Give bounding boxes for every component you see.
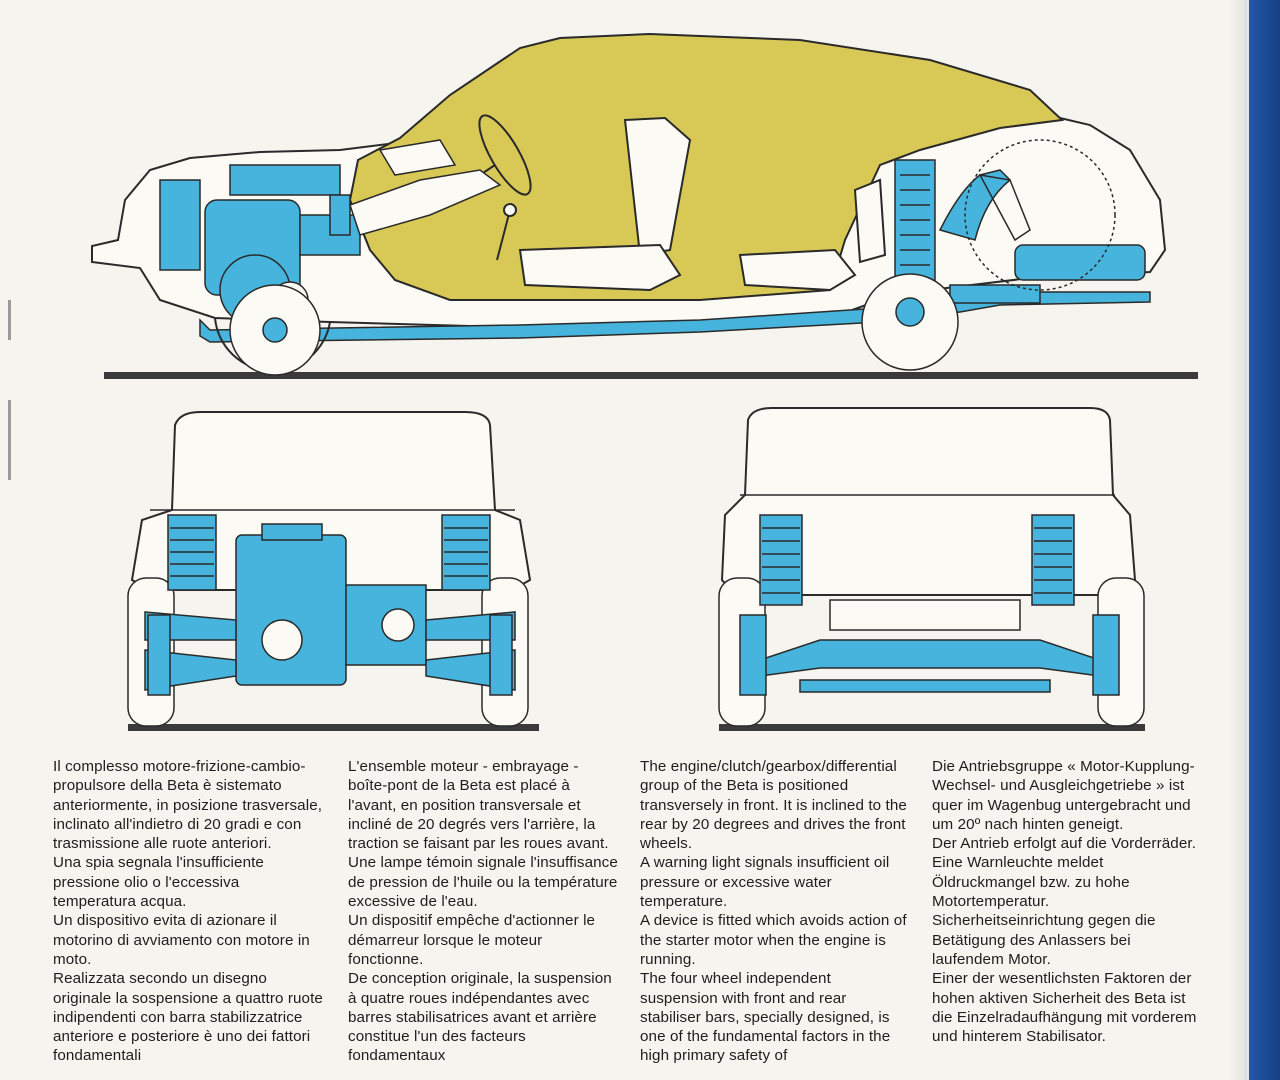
cover-edge — [1245, 0, 1280, 1080]
rear-wheel — [861, 273, 959, 371]
paragraph: A device is fitted which avoids action o… — [640, 912, 907, 968]
front-left-spring — [167, 514, 217, 591]
paragraph: Eine Warnleuchte meldet Öldruckmangel bz… — [932, 854, 1156, 968]
rear-ground-line — [719, 724, 1145, 731]
paragraph: The four wheel independent suspension wi… — [640, 970, 891, 1065]
paragraph: A warning light signals insufficient oil… — [640, 854, 890, 911]
paragraph: Un dispositivo evita di azionare il moto… — [53, 912, 310, 968]
text-column-german: Die Antriebsgruppe « Motor-Kupplung-Wech… — [932, 757, 1202, 1046]
paragraph: Einer der wesentlichsten Faktoren der ho… — [932, 970, 1197, 1046]
rear-fuel-tank — [829, 599, 1021, 631]
binding-mark-bottom — [8, 400, 11, 480]
front-body-outline — [130, 411, 532, 591]
paragraph: Die Antriebsgruppe « Motor-Kupplung-Wech… — [932, 758, 1195, 833]
rear-left-strut — [759, 514, 803, 606]
text-column-french: L'ensemble moteur - embrayage - boîte-po… — [348, 757, 618, 1066]
cabin-shell — [348, 32, 1065, 301]
paragraph: Un dispositif empêche d'actionner le dém… — [348, 912, 596, 968]
paragraph: Realizzata secondo un disegno originale … — [53, 970, 323, 1065]
rear-right-strut — [1031, 514, 1075, 606]
rear-seat — [738, 178, 887, 292]
front-ground-line — [128, 724, 539, 731]
front-wishbones — [144, 611, 516, 696]
floor-subframe — [199, 291, 1151, 343]
page-fold-shadow — [1228, 0, 1246, 1080]
spare-wheel-outline — [964, 139, 1116, 291]
front-right-spring — [441, 514, 491, 591]
binding-mark-top — [8, 300, 11, 340]
paragraph: Una spia segnala l'insufficiente pressio… — [53, 854, 264, 911]
text-column-english: The engine/clutch/gearbox/differential g… — [640, 757, 910, 1066]
paragraph: L'ensemble moteur - embrayage - boîte-po… — [348, 758, 609, 853]
paragraph: Une lampe témoin signale l'insuffisance … — [348, 854, 618, 911]
text-column-italian: Il complesso motore-frizione-cambio-prop… — [53, 757, 323, 1066]
side-cutaway-view — [91, 32, 1198, 379]
gearbox-linkage — [349, 139, 502, 236]
rear-view — [718, 407, 1145, 731]
front-seat — [518, 116, 692, 292]
paragraph: De conception originale, la suspension à… — [348, 970, 612, 1065]
front-view — [127, 411, 539, 731]
technical-illustrations — [91, 32, 1198, 731]
paragraph: The engine/clutch/gearbox/differential g… — [640, 758, 907, 853]
rear-suspension — [894, 159, 1041, 304]
side-ground-line — [104, 372, 1198, 379]
front-wheel — [214, 284, 331, 376]
rear-crossmember — [739, 614, 1120, 696]
paragraph: Der Antrieb erfolgt auf die Vorderräder. — [932, 835, 1197, 853]
front-engine-block — [235, 523, 427, 686]
fuel-tank — [1014, 244, 1146, 281]
paragraph: Il complesso motore-frizione-cambio-prop… — [53, 758, 323, 853]
